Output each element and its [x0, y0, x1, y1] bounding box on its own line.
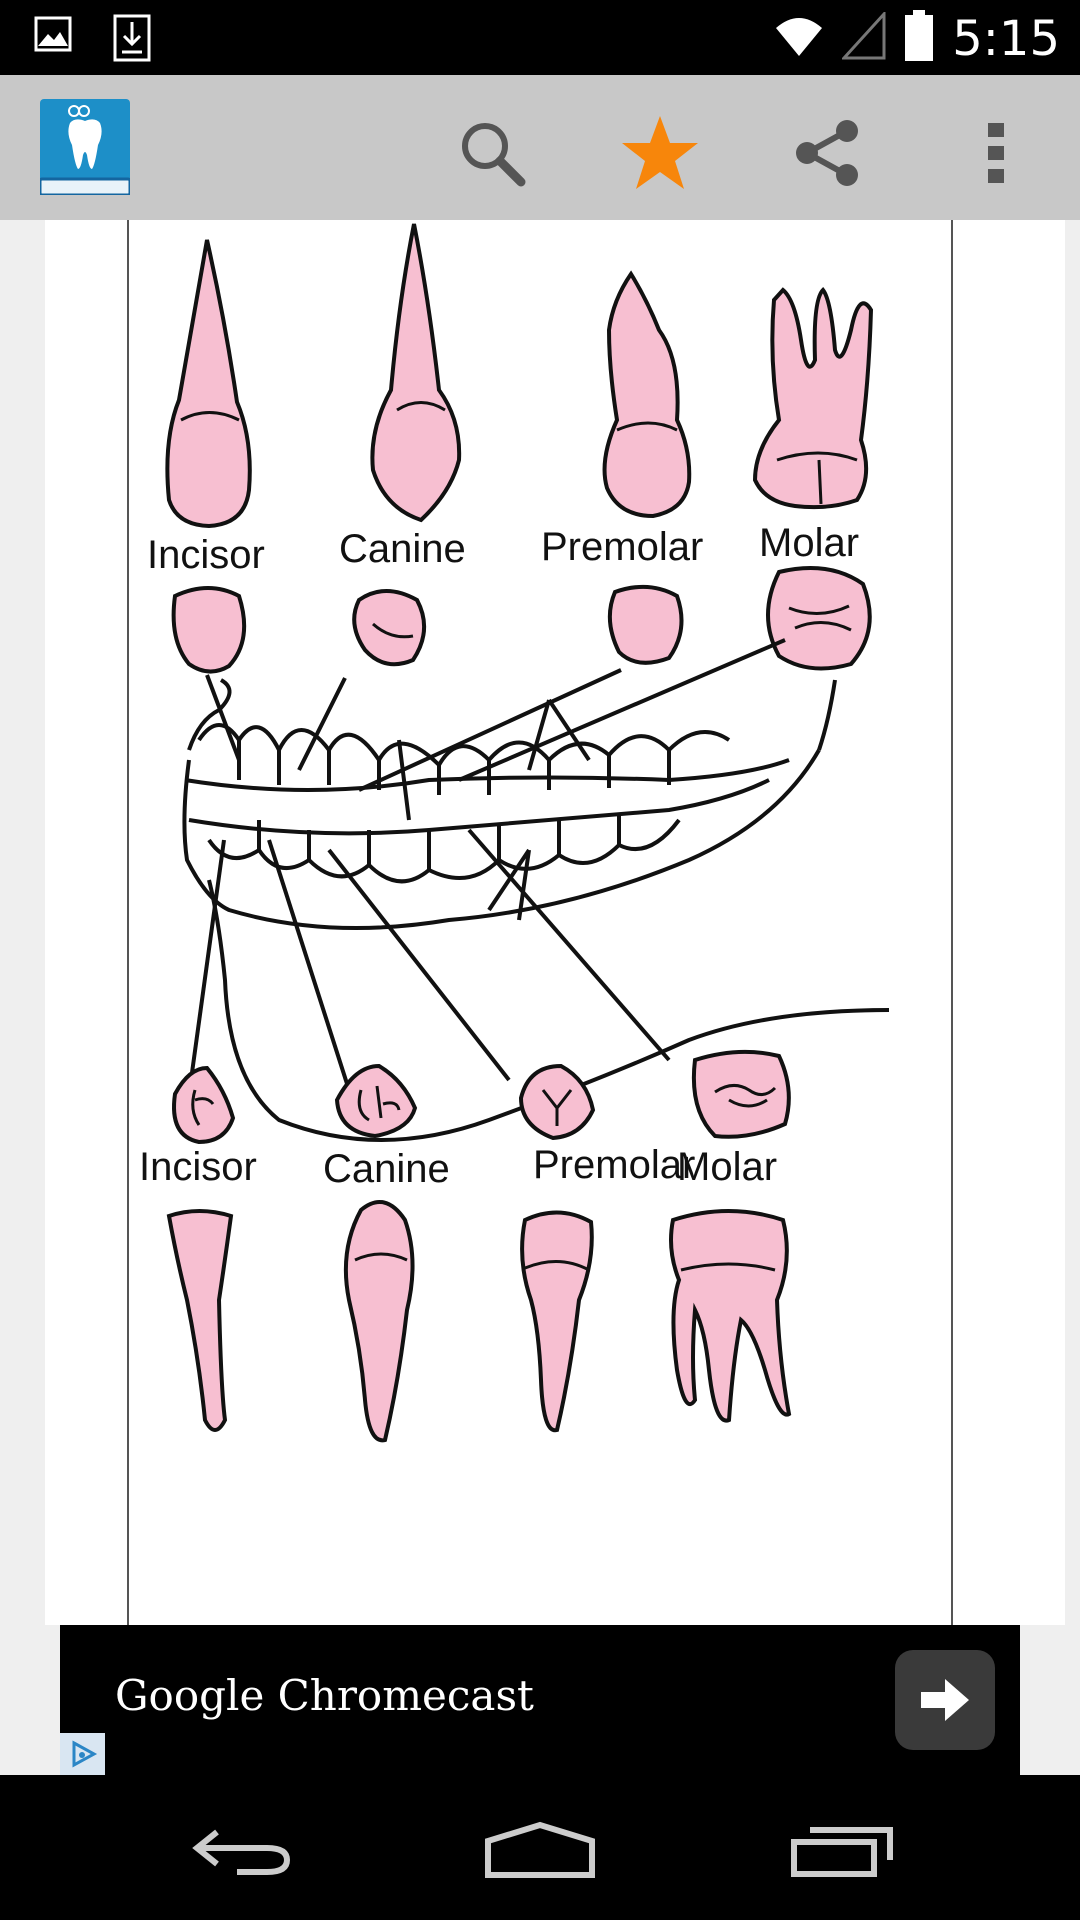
- upper-canine-tooth: [370, 223, 462, 523]
- lower-molar-occlusal: [691, 1049, 791, 1139]
- upper-incisor-tooth: [165, 239, 252, 529]
- download-icon: [112, 14, 152, 67]
- leader-lines: [189, 638, 786, 1091]
- upper-molar-occlusal: [766, 566, 872, 671]
- lower-premolar-label: Premolar: [533, 1143, 695, 1187]
- search-icon[interactable]: [452, 113, 532, 193]
- dentition-outline: [182, 678, 890, 1142]
- upper-incisor-label: Incisor: [147, 533, 265, 577]
- navigation-bar: [0, 1775, 1080, 1920]
- wifi-icon: [774, 14, 824, 63]
- lower-premolar-tooth: [520, 1210, 594, 1433]
- arrow-right-icon[interactable]: [895, 1650, 995, 1750]
- ad-banner[interactable]: Google Chromecast: [60, 1625, 1020, 1775]
- image-icon: [34, 14, 74, 67]
- teeth-diagram-image: .t{fill:#f7bfd1;stroke:#111;stroke-width…: [127, 220, 953, 1625]
- lower-incisor-tooth: [166, 1209, 234, 1432]
- upper-premolar-occlusal: [607, 584, 684, 665]
- status-bar: 5:15: [0, 0, 1080, 75]
- lower-molar-tooth: [669, 1209, 792, 1423]
- lower-molar-label: Molar: [677, 1145, 777, 1189]
- upper-incisor-occlusal: [171, 586, 247, 674]
- lower-incisor-occlusal: [172, 1065, 236, 1145]
- action-bar: [0, 75, 1080, 220]
- share-icon[interactable]: [788, 113, 868, 193]
- clock: 5:15: [952, 10, 1060, 67]
- lower-canine-occlusal: [334, 1063, 418, 1139]
- upper-premolar-tooth: [602, 270, 692, 519]
- article-page: .t{fill:#f7bfd1;stroke:#111;stroke-width…: [45, 220, 1065, 1625]
- home-icon[interactable]: [475, 1810, 605, 1890]
- tooth-book-icon[interactable]: [38, 99, 132, 197]
- signal-icon: [840, 10, 886, 65]
- overflow-menu-icon[interactable]: [956, 113, 1036, 193]
- ad-text[interactable]: Google Chromecast: [115, 1671, 534, 1720]
- upper-molar-tooth: [752, 287, 874, 510]
- lower-incisor-label: Incisor: [139, 1145, 257, 1189]
- upper-premolar-label: Premolar: [541, 525, 703, 569]
- upper-canine-label: Canine: [339, 527, 466, 571]
- lower-canine-label: Canine: [323, 1147, 450, 1191]
- ad-choices-icon[interactable]: [60, 1733, 105, 1775]
- upper-molar-label: Molar: [759, 521, 859, 565]
- star-icon[interactable]: [620, 113, 700, 193]
- lower-premolar-occlusal: [518, 1063, 596, 1141]
- upper-canine-occlusal: [352, 589, 427, 667]
- teeth-diagram: .t{fill:#f7bfd1;stroke:#111;stroke-width…: [139, 223, 890, 1443]
- battery-icon: [904, 10, 934, 67]
- back-icon[interactable]: [175, 1810, 305, 1890]
- content-area: .t{fill:#f7bfd1;stroke:#111;stroke-width…: [0, 220, 1080, 1775]
- lower-canine-tooth: [343, 1200, 415, 1443]
- recents-icon[interactable]: [778, 1810, 908, 1890]
